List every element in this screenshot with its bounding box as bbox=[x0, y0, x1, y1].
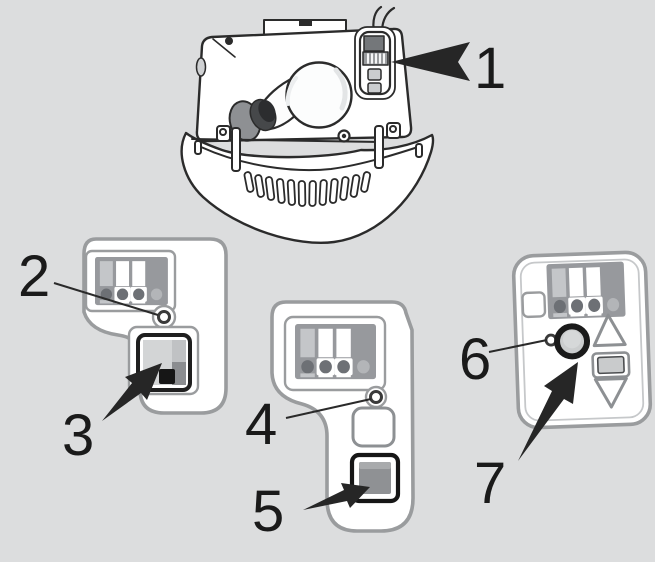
door-control-1-push-button bbox=[136, 333, 192, 392]
light-bulb bbox=[249, 61, 353, 132]
ridged-connector bbox=[362, 51, 389, 66]
side-button bbox=[521, 291, 547, 319]
callout-label-2: 2 bbox=[18, 244, 50, 309]
callout-label-5: 5 bbox=[252, 479, 284, 544]
lock-button bbox=[351, 406, 396, 448]
bottom-screw bbox=[337, 129, 351, 143]
up-arrow-button bbox=[592, 313, 627, 348]
multifunction-control-push-button bbox=[554, 323, 591, 360]
side-lug bbox=[195, 57, 207, 77]
vent-slots bbox=[243, 171, 372, 207]
leader-line-2 bbox=[53, 282, 159, 316]
door-control-2-push-button bbox=[349, 452, 401, 504]
light-button bbox=[591, 351, 631, 379]
learn-button bbox=[367, 68, 382, 81]
callout-label-4: 4 bbox=[245, 392, 277, 457]
leader-line-6 bbox=[488, 339, 548, 353]
callout-label-3: 3 bbox=[62, 403, 94, 468]
learn-module bbox=[363, 35, 385, 52]
lens-cover bbox=[180, 122, 435, 244]
terminal-block bbox=[295, 324, 376, 380]
door-control-2 bbox=[270, 300, 415, 533]
door-control-1-led bbox=[157, 310, 171, 324]
corner-seam bbox=[212, 38, 236, 58]
learn-button-panel bbox=[354, 26, 396, 100]
callout-label-1: 1 bbox=[474, 36, 506, 101]
learn-button-lower bbox=[367, 82, 382, 94]
tab-notch bbox=[299, 21, 312, 26]
leader-line-4 bbox=[285, 398, 372, 419]
callout-label-6: 6 bbox=[459, 327, 491, 392]
terminal-block bbox=[546, 261, 626, 320]
callout-label-7: 7 bbox=[474, 451, 506, 516]
housing-bevel bbox=[519, 258, 645, 422]
door-control-1 bbox=[82, 237, 228, 415]
terminal-block bbox=[95, 257, 168, 306]
callout-arrow-7 bbox=[518, 362, 578, 461]
down-arrow-button bbox=[593, 376, 628, 409]
door-control-2-led bbox=[369, 390, 383, 404]
corner-screw bbox=[225, 37, 233, 45]
cover-clips bbox=[194, 122, 423, 172]
multifunction-control bbox=[511, 250, 653, 430]
callout-arrow-3 bbox=[102, 363, 162, 421]
callout-arrow-5 bbox=[303, 483, 370, 510]
opener-unit bbox=[180, 5, 435, 244]
callout-arrow-1 bbox=[391, 42, 470, 81]
